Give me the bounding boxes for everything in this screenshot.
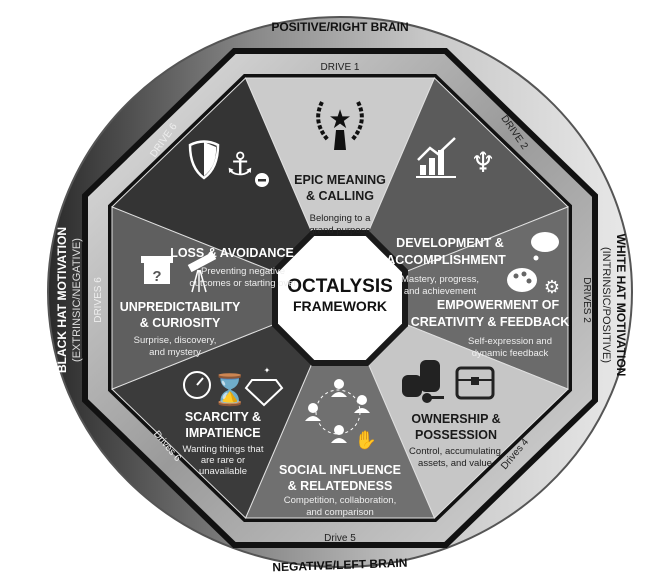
segment-loss: ⚓ LOSS & AVOIDANCE Preventing negative o… <box>170 140 297 289</box>
svg-text:?: ? <box>152 268 161 285</box>
segment-title: UNPREDICTABILITY <box>120 300 241 314</box>
center-octagon <box>278 236 402 360</box>
segment-title: SCARCITY & <box>185 410 261 424</box>
segment-title: OWNERSHIP & <box>411 412 500 426</box>
segment-description: Self-expression and <box>468 336 552 347</box>
gear-icon: ⚙ <box>544 277 560 298</box>
people-network-icon <box>305 379 370 443</box>
segment-description: and comparison <box>306 507 374 518</box>
positive-right-brain-label: POSITIVE/RIGHT BRAIN <box>271 20 408 34</box>
segment-title: LOSS & AVOIDANCE <box>170 246 294 260</box>
segment-description: grand purpose <box>309 225 370 236</box>
segment-description: Belonging to a <box>310 213 371 224</box>
segment-description: assets, and value <box>418 458 492 469</box>
segment-title: EPIC MEANING <box>294 173 386 187</box>
telescope-icon <box>187 251 217 293</box>
growth-chart-icon <box>416 137 456 178</box>
segment-wedge <box>111 77 341 299</box>
svg-text:★: ★ <box>328 105 351 135</box>
black-hat-title: BLACK HAT MOTIVATION <box>55 227 69 373</box>
segment-development: ♆ DEVELOPMENT & ACCOMPLISHMENT Mastery, … <box>386 137 506 297</box>
trophy-icon: ♆ <box>470 146 495 179</box>
diamond-icon: ✦ <box>244 366 284 407</box>
mystery-gift-icon: ? <box>141 256 173 285</box>
ring-label-drives-6-left: DRIVES 6 <box>93 277 104 323</box>
ring-label-drive-1: DRIVE 1 <box>321 62 360 73</box>
segment-description: outcomes or starting over <box>189 278 296 289</box>
center-title: OCTALYSIS <box>287 276 393 297</box>
shield-icon <box>188 140 220 180</box>
black-hat-subtitle: (EXTRINSIC/NEGATIVE) <box>71 238 83 362</box>
segment-title: & CALLING <box>306 189 374 203</box>
coins-key-icon <box>402 360 444 403</box>
thumbs-up-icon: ✋ <box>355 429 377 451</box>
anchor-minus-icon: ⚓ <box>226 145 255 183</box>
segment-wedges <box>111 77 569 519</box>
segment-title: CREATIVITY & FEEDBACK <box>411 315 570 329</box>
segment-title: IMPATIENCE <box>185 426 260 440</box>
segment-title: ACCOMPLISHMENT <box>386 253 506 267</box>
segment-description: Preventing negative <box>201 266 285 277</box>
segment-description: are rare or <box>201 455 245 466</box>
segment-title: SOCIAL INFLUENCE <box>279 463 401 477</box>
segment-description: dynamic feedback <box>472 348 549 359</box>
clock-icon <box>183 371 211 399</box>
segment-description: and achievement <box>404 286 477 297</box>
segment-title: DEVELOPMENT & <box>396 236 504 250</box>
segment-unpredictability: ? UNPREDICTABILITY & CURIOSITY Surprise,… <box>120 251 241 358</box>
svg-text:✦: ✦ <box>264 366 271 375</box>
laurel-star-icon: ★ <box>316 101 364 150</box>
segment-epic-meaning: ★ EPIC MEANING & CALLING Belonging to a … <box>294 101 386 236</box>
white-hat-title: WHITE HAT MOTIVATION <box>614 234 628 377</box>
segment-description: Control, accumulating <box>409 446 501 457</box>
segment-description: unavailable <box>199 466 247 477</box>
white-hat-subtitle: (INTRINSIC/POSITIVE) <box>600 247 612 363</box>
center-subtitle: FRAMEWORK <box>293 298 387 314</box>
segment-description: Surprise, discovery, <box>134 335 217 346</box>
ring-label-drive-5: Drive 5 <box>324 533 356 544</box>
hourglass-icon: ⌛ <box>211 372 248 408</box>
segment-description: Competition, collaboration, <box>284 495 396 506</box>
segment-title: POSSESSION <box>415 428 497 442</box>
segment-description: Mastery, progress, <box>401 274 479 285</box>
treasure-chest-icon <box>455 366 495 400</box>
segment-title: & CURIOSITY <box>140 316 221 330</box>
segment-description: Wanting things that <box>183 444 264 455</box>
segment-description: and mystery <box>149 347 201 358</box>
palette-icon <box>507 268 537 292</box>
segment-ownership: OWNERSHIP & POSSESSION Control, accumula… <box>402 360 501 469</box>
thought-cloud-icon <box>531 232 559 261</box>
segment-title: EMPOWERMENT OF <box>437 298 560 312</box>
svg-text:♆: ♆ <box>470 146 495 179</box>
negative-left-brain-label: NEGATIVE/LEFT BRAIN <box>272 556 408 575</box>
segment-title: & RELATEDNESS <box>288 479 393 493</box>
segment-scarcity: ⌛ ✦ SCARCITY & IMPATIENCE Wanting things… <box>183 366 284 477</box>
segment-empowerment: ⚙ EMPOWERMENT OF CREATIVITY & FEEDBACK S… <box>411 232 570 359</box>
ring-label-drives-2: DRIVES 2 <box>581 277 592 323</box>
segment-social: ✋ SOCIAL INFLUENCE & RELATEDNESS Competi… <box>279 379 401 518</box>
